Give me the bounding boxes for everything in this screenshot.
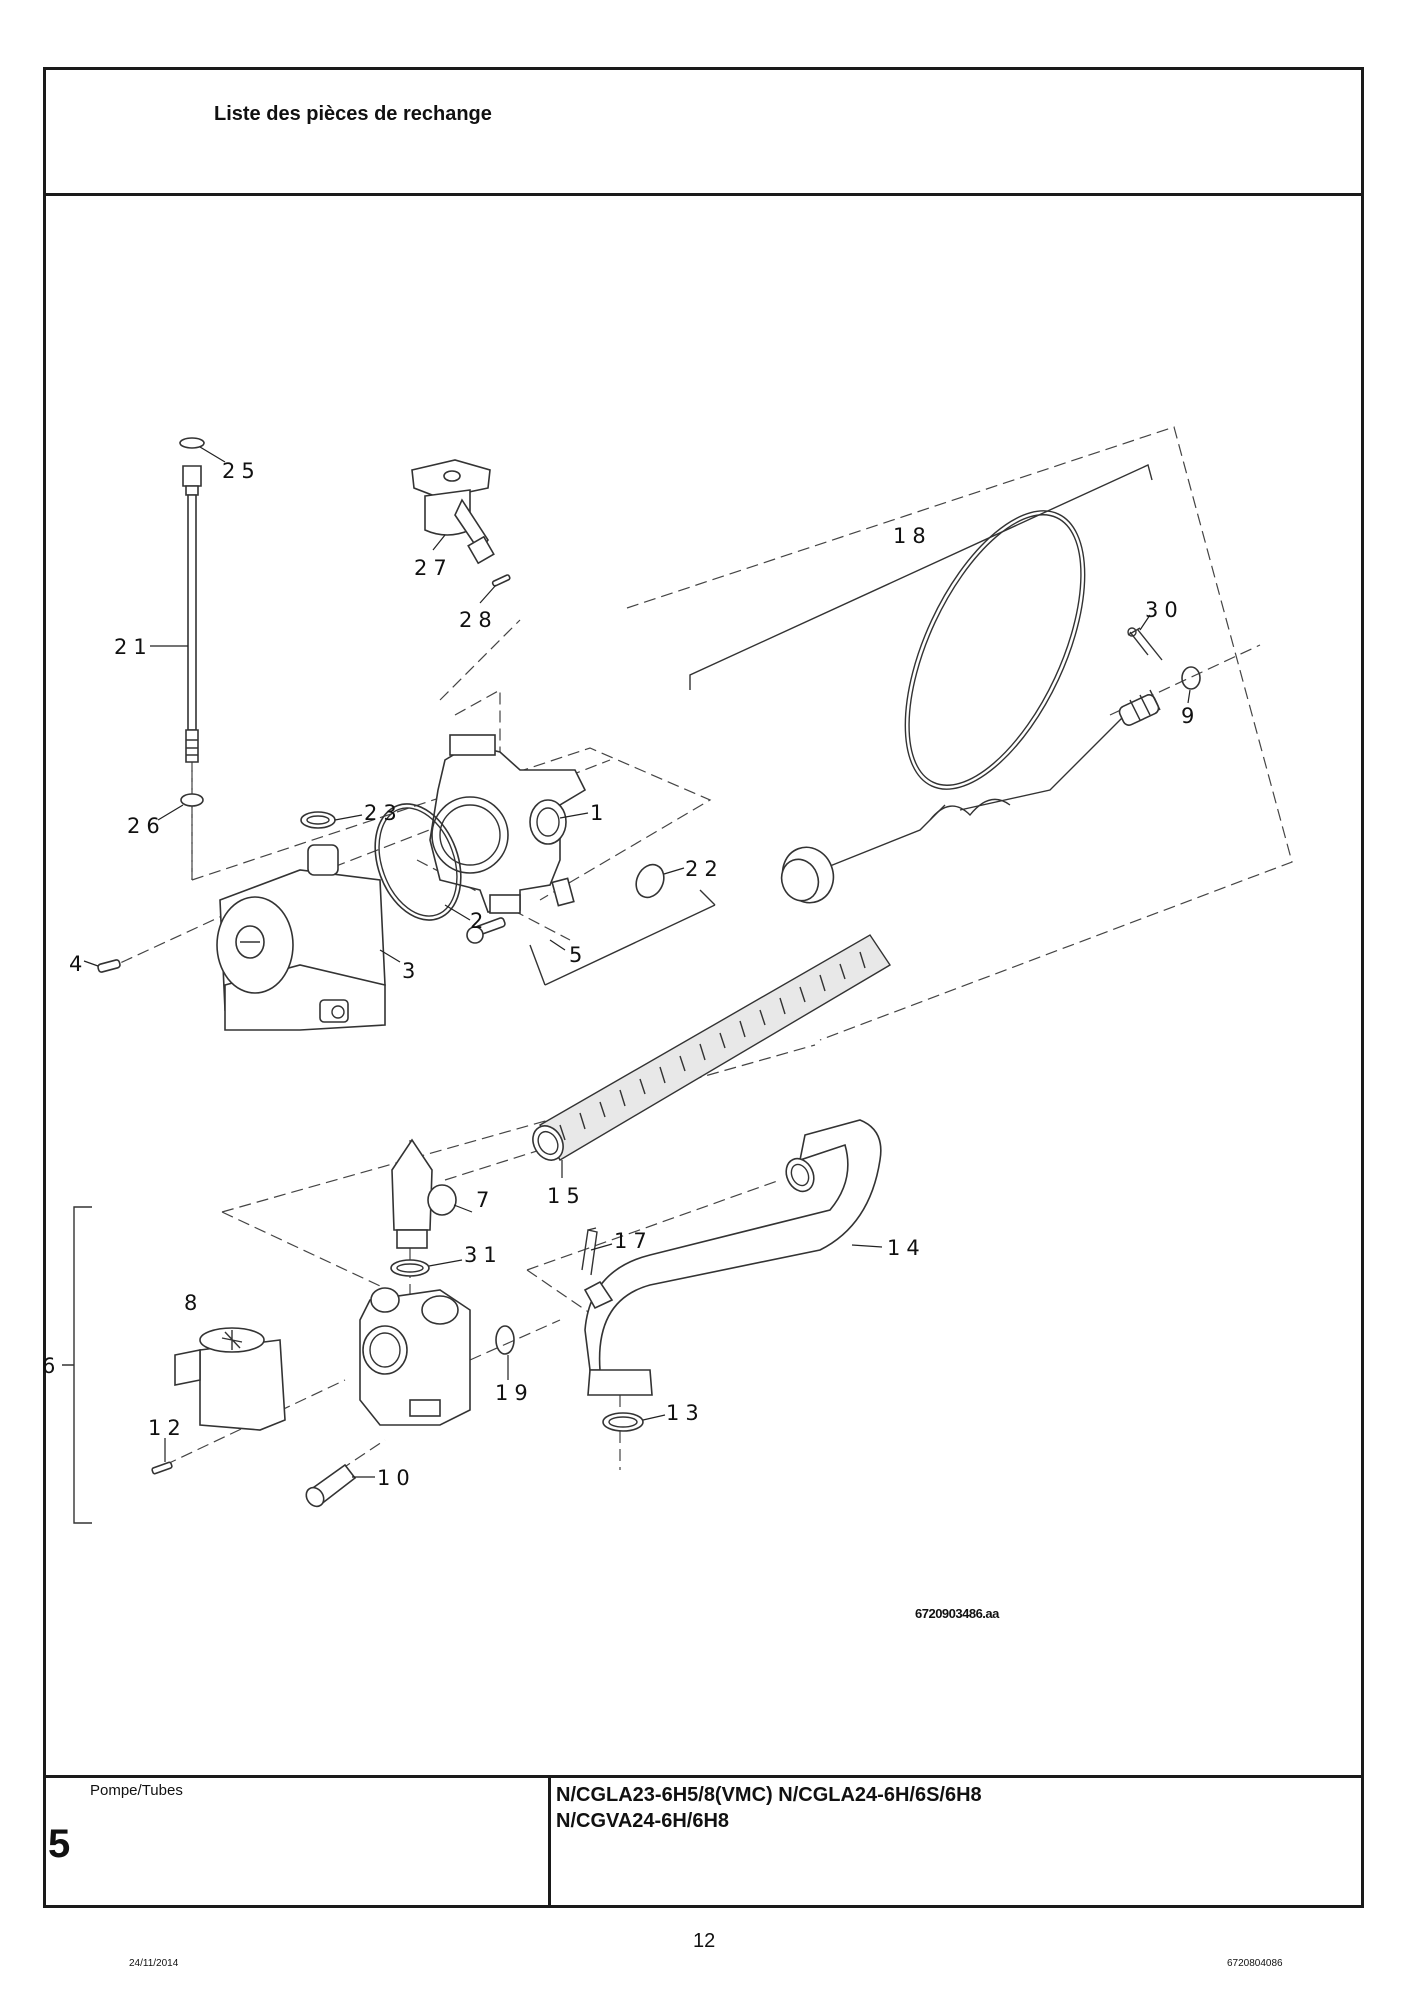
part-15-braided-hose [532, 934, 891, 1161]
callout-27: 27 [414, 556, 453, 580]
callout-22: 22 [685, 857, 724, 881]
part-28-pin [491, 574, 511, 587]
part-22-washer [635, 863, 665, 899]
page-frame [43, 67, 1364, 1908]
part-23-washer-inner [306, 815, 330, 825]
part-19-seal [495, 1325, 515, 1355]
callout-17: 17 [614, 1229, 653, 1253]
callout-21: 21 [114, 635, 153, 659]
callout-5: 5 [569, 943, 588, 967]
callout-12: 12 [148, 1416, 187, 1440]
bracket-6 [62, 1206, 92, 1524]
model-line-1: N/CGLA23-6H5/8(VMC) N/CGLA24-6H/6S/6H8 [556, 1784, 982, 1806]
callout-6: 6 [42, 1354, 61, 1378]
callout-4: 4 [69, 952, 88, 976]
part-31-washer-inner [396, 1263, 424, 1273]
section-name: Pompe/Tubes [90, 1782, 183, 1799]
part-21-flex-tube [182, 465, 202, 763]
callout-28: 28 [459, 608, 498, 632]
part-30-spring-clip [1127, 627, 1163, 661]
callout-10: 10 [377, 1466, 416, 1490]
diagram-reference-code: 6720903486.aa [915, 1606, 1000, 1621]
callout-1: 1 [590, 801, 609, 825]
header-divider [43, 193, 1364, 196]
part-18-sensor-cable [780, 510, 1161, 904]
part-13-washer-inner [608, 1416, 638, 1428]
part-8-actuator [174, 1327, 286, 1431]
page-title: Liste des pièces de rechange [214, 103, 492, 125]
part-10-cartridge [305, 1463, 357, 1508]
part-23-washer [300, 811, 336, 829]
callout-25: 25 [222, 459, 261, 483]
model-line-2: N/CGVA24-6H/6H8 [556, 1810, 730, 1832]
footer-divider [43, 1775, 1364, 1778]
outline-valve-group [221, 1044, 816, 1301]
callout-26: 26 [127, 814, 166, 838]
part-27-air-vent [411, 459, 495, 565]
callout-31: 31 [464, 1243, 503, 1267]
part-6-valve-body [359, 1287, 471, 1426]
part-14-tube [583, 1119, 882, 1396]
callout-labels: 25 27 28 21 18 30 9 23 1 26 22 2 5 4 3 1… [42, 459, 1200, 1621]
part-7-valve [391, 1138, 457, 1249]
leader-lines [83, 446, 1191, 1478]
part-26-washer [180, 793, 204, 807]
page-number: 12 [693, 1930, 716, 1952]
part-2-o-ring-inner [378, 807, 458, 917]
part-31-washer [390, 1259, 430, 1277]
axis-bypass [439, 619, 521, 775]
callout-7: 7 [476, 1188, 495, 1212]
bracket-18 [689, 464, 1153, 690]
section-number: 5 [48, 1822, 71, 1866]
axis-part-10 [339, 1439, 386, 1471]
part-3-pump-motor [216, 844, 386, 1031]
callout-23: 23 [364, 801, 403, 825]
callout-19: 19 [495, 1381, 534, 1405]
axis-hose-15 [444, 1149, 541, 1181]
callout-14: 14 [887, 1236, 926, 1260]
part-17-clip [581, 1227, 598, 1276]
axis-seal-19 [469, 1319, 561, 1361]
callout-2: 2 [470, 909, 489, 933]
callout-30: 30 [1145, 598, 1184, 622]
part-12-screw [151, 1461, 173, 1475]
part-1-pump-head [429, 734, 587, 914]
document-reference: 6720804086 [1227, 1958, 1283, 1969]
callout-8: 8 [184, 1291, 203, 1315]
footer-vertical-divider [548, 1775, 551, 1908]
part-13-washer [602, 1412, 644, 1432]
print-date: 24/11/2014 [129, 1958, 179, 1969]
callout-9: 9 [1181, 704, 1200, 728]
callout-3: 3 [402, 959, 421, 983]
outline-sensor-cable-group [626, 426, 1293, 1041]
model-list: N/CGLA23-6H5/8(VMC) N/CGLA24-6H/6S/6H8 N… [556, 1782, 982, 1834]
callout-18: 18 [893, 524, 932, 548]
part-25-washer [179, 437, 205, 449]
part-2-o-ring [374, 803, 462, 921]
part-9-o-ring [1181, 666, 1201, 690]
callout-15: 15 [547, 1184, 586, 1208]
part-4-screw [97, 959, 121, 973]
part-5-screw-and-clip [466, 877, 716, 986]
callout-13: 13 [666, 1401, 705, 1425]
